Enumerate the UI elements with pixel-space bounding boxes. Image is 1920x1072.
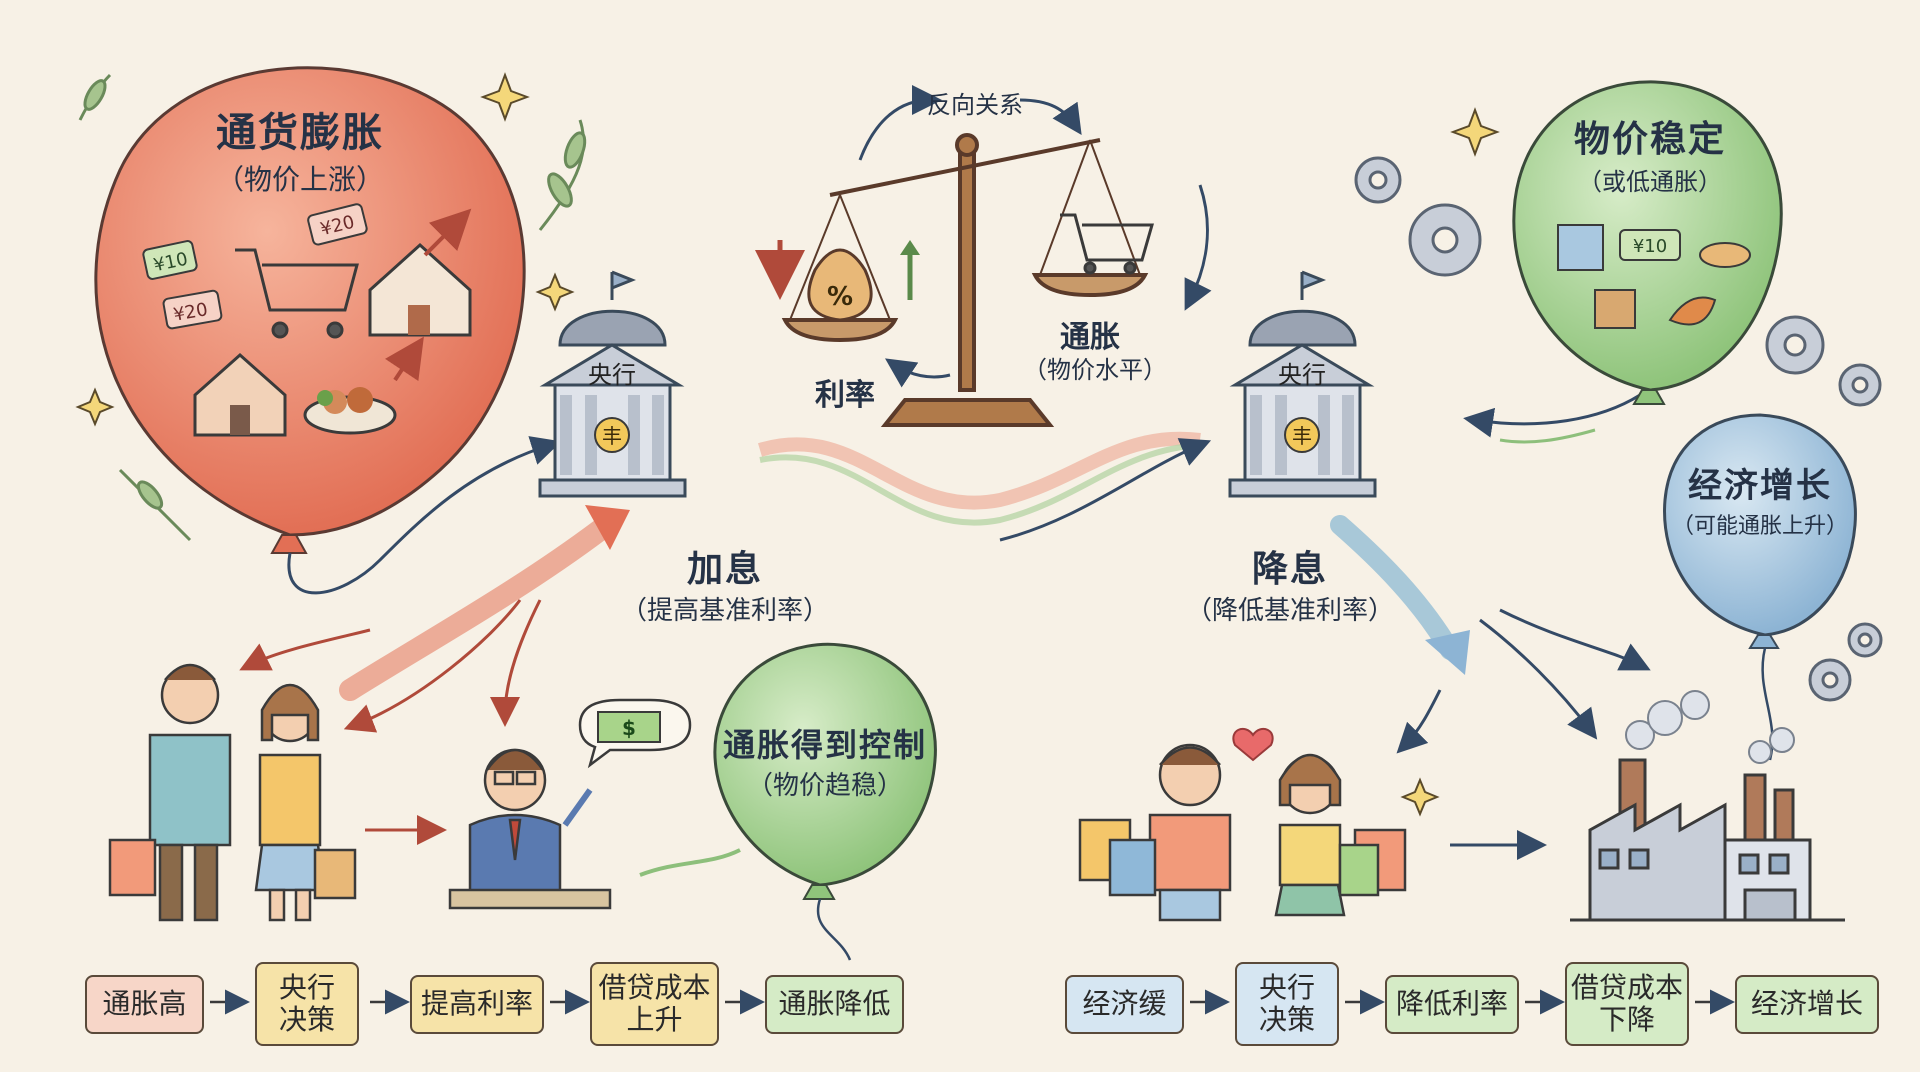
banker-illustration [448,748,612,910]
cut-arrow [1330,393,1651,860]
money-bag-symbol: % [827,282,853,312]
food-plate-icon [303,336,424,435]
money-symbol: $ [622,716,636,740]
price-tag-icon [142,203,368,330]
sparkle-icon [75,72,1500,817]
cut-rate-title: 降息 [1251,549,1328,590]
flow-ribbon [757,431,1212,542]
flow-left-step-5: 通胀降低 [765,975,904,1034]
bank-left-label: 央行 [588,361,636,389]
balance-scale [781,133,1149,427]
heart-icon [1232,727,1274,762]
stable-balloon-title: 物价稳定 [1573,119,1726,160]
flow-right-step-1: 经济缓 [1065,975,1184,1034]
money-speech-bubble [578,698,692,769]
inverse-arrows-icon [858,85,1212,388]
smoke-icon [1625,690,1795,764]
bank-right-label: 央行 [1278,361,1326,389]
shopping-cart-icon [235,248,359,339]
growth-balloon-subtitle: （可能通胀上升） [1671,514,1848,539]
controlled-balloon [713,642,937,961]
stable-price-tag: ¥10 [1633,236,1667,257]
raise-arrow [239,505,741,877]
growth-balloon [1663,413,1857,761]
flow-left-step-3: 提高利率 [410,975,544,1034]
central-bank-left [538,270,687,498]
growth-balloon-title: 经济增长 [1688,466,1832,506]
scale-right-sublabel: （物价水平） [1023,356,1167,384]
rate-arrows-icon [755,240,920,300]
bank-left-coin-icon: 丰 [602,424,622,448]
house-icon [368,208,472,337]
money-bag-icon [807,248,873,322]
stable-balloon [1512,80,1783,405]
house-small-icon [193,352,287,437]
central-bank-right [1228,270,1377,498]
stable-balloon-subtitle: （或低通胀） [1578,168,1722,196]
factory-illustration [1570,758,1845,922]
inverse-relation-label: 反向关系 [927,91,1023,119]
controlled-balloon-subtitle: （物价趋稳） [746,771,903,801]
gear-icon [1354,156,1883,702]
couple-right-illustration [1078,743,1407,922]
flow-right-step-4: 借贷成本 下降 [1565,962,1689,1046]
leaf-sprig-icon [78,73,587,542]
flow-left-step-2: 央行 决策 [255,962,359,1046]
flow-right-step-5: 经济增长 [1735,975,1879,1034]
cut-rate-subtitle: （降低基准利率） [1185,596,1394,626]
raise-rate-title: 加息 [686,549,763,590]
raise-rate-subtitle: （提高基准利率） [620,596,829,626]
scale-left-label: 利率 [815,378,875,413]
flow-left-step-1: 通胀高 [85,975,204,1034]
flow-right-step-2: 央行 决策 [1235,962,1339,1046]
bank-right-coin-icon: 丰 [1292,424,1312,448]
couple-left-illustration [108,663,357,922]
scale-cart-icon [1060,213,1154,275]
inflation-balloon-title: 通货膨胀 [216,110,384,156]
scale-right-label: 通胀 [1060,320,1120,355]
controlled-balloon-title: 通胀得到控制 [722,726,927,764]
flow-right-step-3: 降低利率 [1385,975,1519,1034]
flow-left-step-4: 借贷成本 上升 [590,962,719,1046]
inflation-balloon-subtitle: （物价上涨） [215,163,384,196]
